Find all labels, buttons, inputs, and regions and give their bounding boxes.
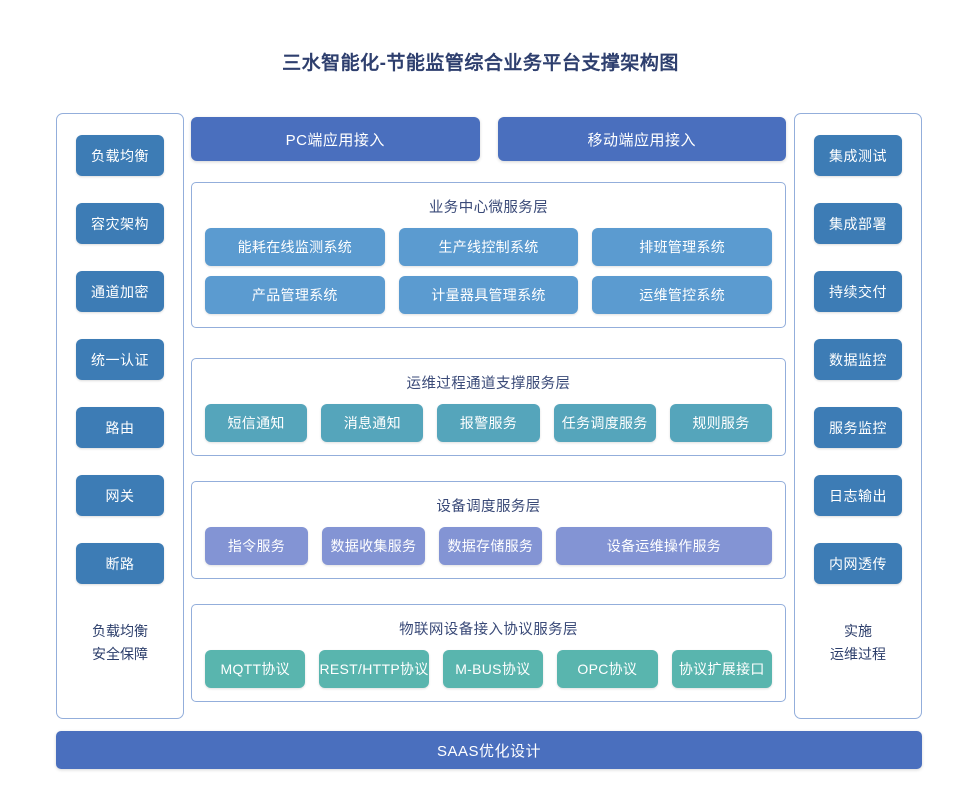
right-item-service-monitor[interactable]: 服务监控 [814, 407, 902, 448]
chip-data-collection-service[interactable]: 数据收集服务 [321, 527, 425, 565]
device-scheduling-layer: 设备调度服务层 指令服务 数据收集服务 数据存储服务 设备运维操作服务 [191, 481, 786, 579]
ops-layer-title: 运维过程通道支撑服务层 [406, 376, 571, 392]
chip-opc-protocol[interactable]: OPC协议 [557, 650, 658, 688]
chip-command-service[interactable]: 指令服务 [205, 527, 308, 565]
chip-device-ops-operation-service[interactable]: 设备运维操作服务 [555, 527, 772, 565]
left-item-channel-encryption[interactable]: 通道加密 [76, 271, 164, 312]
right-item-integration-test[interactable]: 集成测试 [814, 135, 902, 176]
chip-ops-control[interactable]: 运维管控系统 [592, 276, 773, 314]
right-column-footer: 实施 运维过程 [830, 620, 886, 666]
iot-layer-row: MQTT协议 REST/HTTP协议 M-BUS协议 OPC协议 协议扩展接口 [205, 650, 773, 688]
right-item-integration-deploy[interactable]: 集成部署 [814, 203, 902, 244]
chip-task-scheduling-service[interactable]: 任务调度服务 [553, 404, 656, 442]
chip-shift-management[interactable]: 排班管理系统 [592, 228, 773, 266]
iot-protocol-access-layer: 物联网设备接入协议服务层 MQTT协议 REST/HTTP协议 M-BUS协议 … [191, 604, 786, 702]
left-support-column: 负载均衡 容灾架构 通道加密 统一认证 路由 网关 断路 负载均衡 安全保障 [56, 113, 184, 719]
device-layer-title: 设备调度服务层 [436, 499, 541, 515]
left-column-footer-line2: 安全保障 [92, 646, 148, 662]
chip-energy-online-monitoring[interactable]: 能耗在线监测系统 [205, 228, 385, 266]
pc-application-access-button[interactable]: PC端应用接入 [191, 117, 480, 161]
chip-metering-device-management[interactable]: 计量器具管理系统 [398, 276, 579, 314]
iot-layer-title: 物联网设备接入协议服务层 [399, 622, 578, 638]
right-support-column: 集成测试 集成部署 持续交付 数据监控 服务监控 日志输出 内网透传 实施 运维… [794, 113, 922, 719]
chip-message-notification[interactable]: 消息通知 [321, 404, 424, 442]
chip-production-line-control[interactable]: 生产线控制系统 [398, 228, 579, 266]
left-column-footer: 负载均衡 安全保障 [92, 620, 148, 666]
chip-mbus-protocol[interactable]: M-BUS协议 [442, 650, 544, 688]
ops-channel-support-layer: 运维过程通道支撑服务层 短信通知 消息通知 报警服务 任务调度服务 规则服务 [191, 358, 786, 456]
right-column-footer-line2: 运维过程 [830, 646, 886, 662]
left-item-circuit-breaker[interactable]: 断路 [76, 543, 164, 584]
left-item-disaster-recovery[interactable]: 容灾架构 [76, 203, 164, 244]
saas-optimization-bar[interactable]: SAAS优化设计 [56, 731, 922, 769]
left-item-gateway[interactable]: 网关 [76, 475, 164, 516]
right-item-continuous-delivery[interactable]: 持续交付 [814, 271, 902, 312]
right-item-data-monitor[interactable]: 数据监控 [814, 339, 902, 380]
chip-mqtt-protocol[interactable]: MQTT协议 [205, 650, 306, 688]
right-column-footer-line1: 实施 [844, 623, 872, 639]
chip-rest-http-protocol[interactable]: REST/HTTP协议 [319, 650, 429, 688]
chip-sms-notification[interactable]: 短信通知 [205, 404, 308, 442]
right-item-intranet-passthrough[interactable]: 内网透传 [814, 543, 902, 584]
chip-product-management[interactable]: 产品管理系统 [205, 276, 385, 314]
device-layer-row: 指令服务 数据收集服务 数据存储服务 设备运维操作服务 [205, 527, 772, 565]
chip-rule-service[interactable]: 规则服务 [669, 404, 773, 442]
left-item-load-balance[interactable]: 负载均衡 [76, 135, 164, 176]
left-column-footer-line1: 负载均衡 [92, 623, 148, 639]
chip-alarm-service[interactable]: 报警服务 [437, 404, 540, 442]
mobile-application-access-button[interactable]: 移动端应用接入 [497, 117, 786, 161]
business-layer-row-2: 产品管理系统 计量器具管理系统 运维管控系统 [205, 276, 773, 314]
business-microservice-layer: 业务中心微服务层 能耗在线监测系统 生产线控制系统 排班管理系统 产品管理系统 … [191, 182, 786, 328]
business-layer-row-1: 能耗在线监测系统 生产线控制系统 排班管理系统 [205, 228, 773, 266]
business-layer-title: 业务中心微服务层 [428, 200, 549, 216]
right-item-log-output[interactable]: 日志输出 [814, 475, 902, 516]
chip-data-storage-service[interactable]: 数据存储服务 [438, 527, 542, 565]
left-item-unified-auth[interactable]: 统一认证 [76, 339, 164, 380]
ops-layer-row: 短信通知 消息通知 报警服务 任务调度服务 规则服务 [205, 404, 773, 442]
chip-protocol-extension-interface[interactable]: 协议扩展接口 [671, 650, 773, 688]
page-title: 三水智能化-节能监管综合业务平台支撑架构图 [282, 53, 679, 74]
application-access-row: PC端应用接入 移动端应用接入 [191, 117, 786, 161]
left-item-routing[interactable]: 路由 [76, 407, 164, 448]
